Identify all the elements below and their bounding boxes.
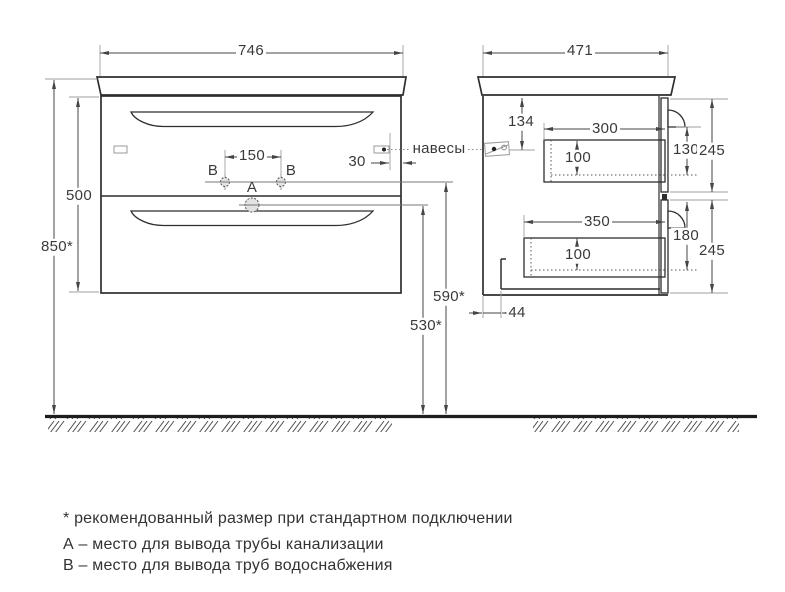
floor-hatch-left	[48, 418, 392, 432]
point-b-left-label: B	[207, 161, 219, 179]
dim-44-label: 44	[506, 303, 528, 322]
front-right-hanger-dot	[382, 147, 386, 152]
front-view	[95, 76, 408, 294]
front-left-hanger	[113, 145, 128, 154]
point-b-right-label: B	[285, 161, 297, 179]
side-hanger-dot	[491, 146, 497, 152]
dim-746-label: 746	[236, 41, 266, 60]
side-bottom-drawer-box	[523, 237, 666, 278]
front-countertop	[95, 76, 408, 96]
hidden-lines	[530, 140, 698, 277]
side-bottom-handle-profile	[667, 210, 686, 229]
floor-hatch-right	[533, 418, 739, 432]
dim-500-label: 500	[64, 186, 94, 205]
side-hanger-plate	[484, 141, 510, 157]
front-bottom-drawer-handle	[130, 210, 375, 227]
side-top-handle-profile	[667, 109, 686, 128]
front-top-drawer-handle	[130, 111, 375, 128]
side-hanger-hole	[501, 144, 507, 151]
footnote-point-b: В – место для вывода труб водоснабжения	[63, 557, 393, 574]
side-top-drawer-front	[660, 97, 669, 193]
side-top-drawer-box	[543, 139, 666, 183]
dim-100-bottom-label: 100	[563, 245, 593, 264]
dim-245-bottom-label: 245	[697, 241, 727, 260]
footnote-point-a: А – место для вывода трубы канализации	[63, 536, 384, 553]
dim-130-label: 130	[671, 140, 701, 159]
dim-471-label: 471	[565, 41, 595, 60]
dim-350-label: 350	[582, 212, 612, 231]
footnote-recommended-size: * рекомендованный размер при стандартном…	[63, 510, 513, 527]
side-hanger-diagonal	[485, 144, 509, 155]
side-back-recess	[500, 258, 660, 290]
hangers-label: навесы	[410, 139, 468, 158]
dim-590-label: 590*	[430, 287, 468, 306]
side-drawer-gap	[662, 194, 667, 200]
dim-245-top-label: 245	[697, 141, 727, 160]
side-countertop	[476, 76, 677, 96]
front-cabinet-body	[100, 95, 402, 294]
front-right-hanger	[373, 145, 390, 154]
dim-100-top-label: 100	[563, 148, 593, 167]
floor	[45, 414, 757, 432]
side-hanger-bracket	[484, 141, 510, 157]
dim-530-label: 530*	[407, 316, 445, 335]
dim-134-label: 134	[506, 112, 536, 131]
dimension-lines	[52, 51, 714, 414]
dim-150-label: 150	[237, 146, 267, 165]
dim-30-label: 30	[346, 152, 368, 171]
dim-180-label: 180	[671, 226, 701, 245]
dim-850-label: 850*	[38, 237, 76, 256]
point-a-label: A	[246, 178, 258, 196]
dim-300-label: 300	[590, 119, 620, 138]
